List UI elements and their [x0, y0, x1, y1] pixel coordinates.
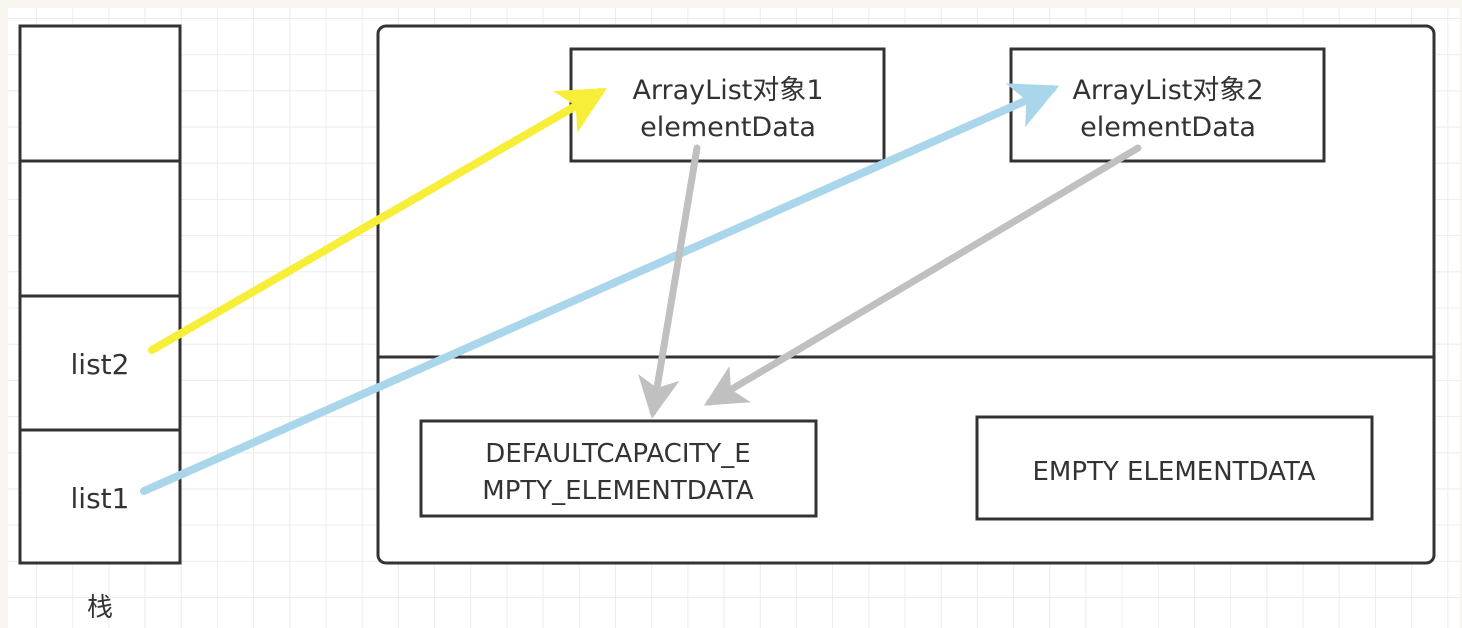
default-constant-line1: DEFAULTCAPACITY_E — [485, 439, 750, 469]
object-2-field: elementData — [1080, 112, 1256, 143]
empty-elementdata[interactable]: EMPTY ELEMENTDATA — [975, 415, 1374, 521]
references — [140, 83, 1142, 495]
empty-constant-label: EMPTY ELEMENTDATA — [1032, 457, 1315, 487]
arrow-list1-to-object2 — [140, 83, 1060, 495]
stack-caption: 栈 — [87, 593, 113, 623]
arraylist-object-1[interactable]: ArrayList对象1 elementData — [569, 47, 886, 163]
default-constant-line2: MPTY_ELEMENTDATA — [482, 476, 754, 506]
stack: list2 list1 栈 — [18, 24, 182, 623]
arrow-list2-to-object1 — [148, 88, 607, 354]
object-1-title: ArrayList对象1 — [632, 75, 823, 106]
object-2-title: ArrayList对象2 — [1072, 75, 1263, 106]
defaultcapacity-empty-elementdata[interactable]: DEFAULTCAPACITY_E MPTY_ELEMENTDATA — [419, 419, 818, 518]
stack-slot-list2[interactable]: list2 — [71, 348, 130, 381]
heap: ArrayList对象1 elementData ArrayList对象2 el… — [376, 24, 1436, 565]
list1-label: list1 — [71, 482, 130, 515]
stack-slot-list1[interactable]: list1 — [71, 482, 130, 515]
stack-slot-empty-1[interactable] — [22, 28, 178, 160]
arrow-object2-to-default — [703, 144, 1142, 406]
arraylist-object-2[interactable]: ArrayList对象2 elementData — [1009, 47, 1326, 163]
arrow-object1-to-default — [638, 144, 701, 419]
object-1-field: elementData — [640, 112, 816, 143]
list2-label: list2 — [71, 348, 130, 381]
stack-slot-empty-2[interactable] — [22, 163, 178, 294]
